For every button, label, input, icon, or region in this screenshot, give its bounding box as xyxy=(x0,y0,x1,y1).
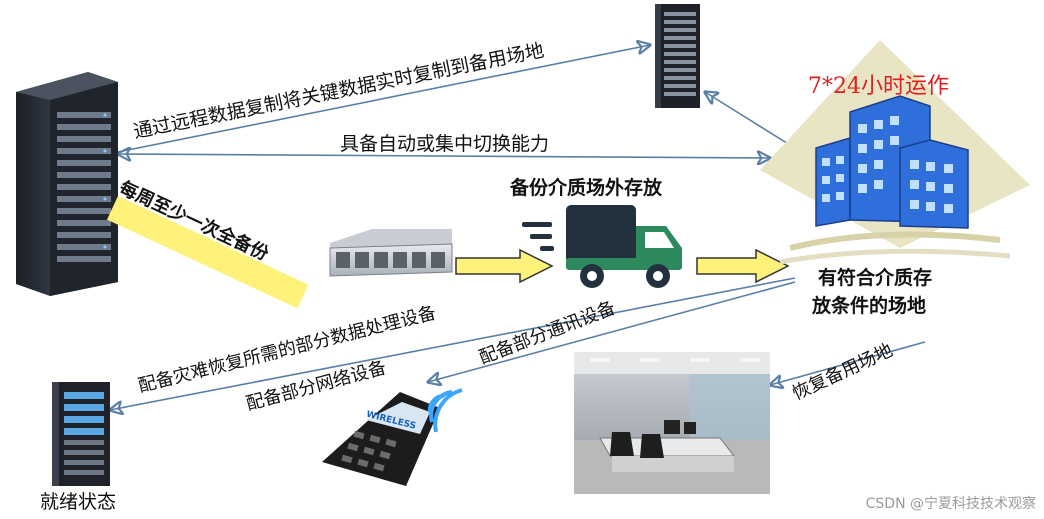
mobile-phone-icon: WIRELESS xyxy=(322,388,463,486)
block-arrow-2 xyxy=(696,248,790,284)
arrow-remote-copy xyxy=(117,45,650,153)
arrow-building-to-rack xyxy=(705,92,791,146)
backup-server-icon xyxy=(329,229,453,277)
label-offsite-storage: 备份介质场外存放 xyxy=(509,176,663,199)
label-storage-site-line2: 放条件的场地 xyxy=(811,294,926,317)
arrow-to-ready-state xyxy=(110,277,796,410)
label-24x7: 7*24小时运作 xyxy=(808,74,949,99)
label-remote-copy: 通过远程数据复制将关键数据实时复制到备用场地 xyxy=(132,39,546,142)
truck-icon xyxy=(522,205,682,288)
standby-rack-icon xyxy=(52,382,110,486)
remote-rack-icon xyxy=(655,4,700,108)
primary-server-rack-icon xyxy=(16,72,118,296)
block-arrow-1 xyxy=(455,248,554,284)
arrows xyxy=(110,45,926,410)
arrow-to-phone xyxy=(428,281,796,382)
building-icon xyxy=(760,40,1030,265)
watermark: CSDN @宁夏科技技术观察 xyxy=(865,496,1036,512)
label-recover-site: 恢复备用场地 xyxy=(789,340,896,405)
arrow-recover-site xyxy=(770,341,926,385)
weekly-backup-highlight xyxy=(107,196,309,309)
label-ready-state: 就绪状态 xyxy=(40,491,116,513)
control-room-image xyxy=(574,352,770,494)
label-auto-switch: 具备自动或集中切换能力 xyxy=(340,133,549,155)
label-storage-site-line1: 有符合介质存 xyxy=(818,266,932,289)
arrow-auto-switch xyxy=(118,154,770,158)
labels: 通过远程数据复制将关键数据实时复制到备用场地 具备自动或集中切换能力 每周至少一… xyxy=(40,39,949,513)
label-network-equipment: 配备部分网络设备 xyxy=(244,357,389,415)
